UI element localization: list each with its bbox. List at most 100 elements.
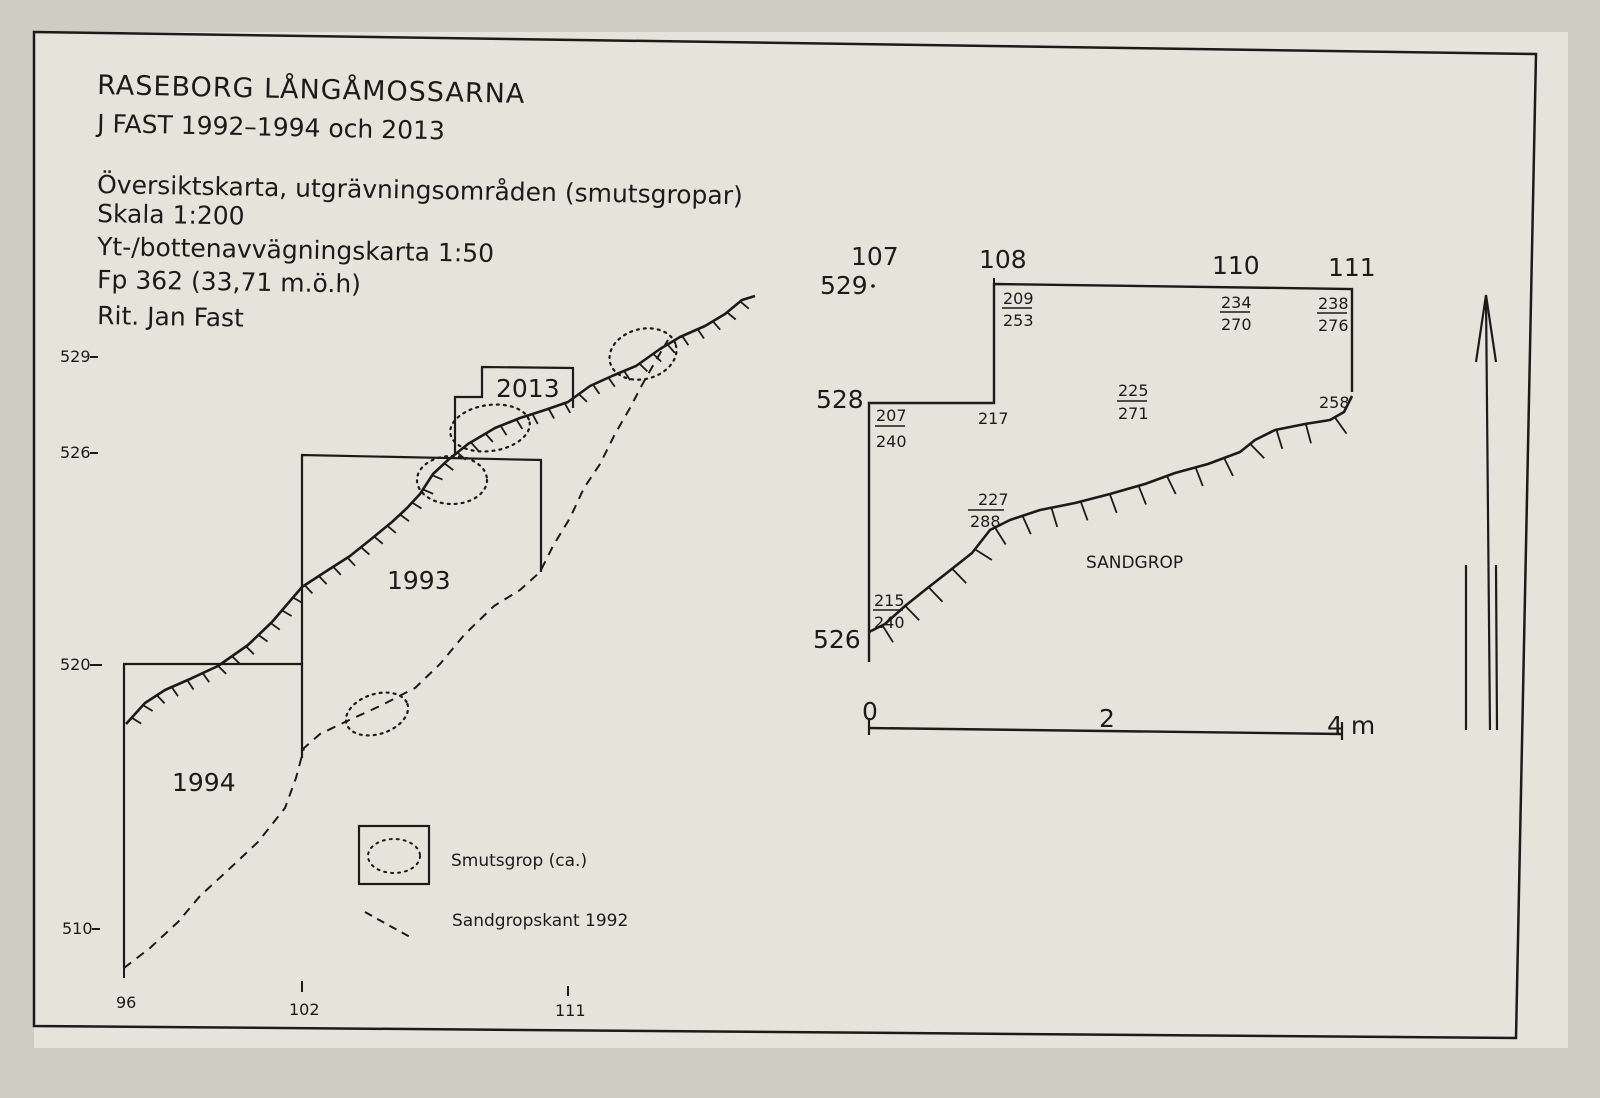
hachure-tick <box>904 605 920 621</box>
hachure-tick <box>386 525 397 534</box>
hachure-tick <box>431 474 443 481</box>
overview-y-tick-520: 520 <box>60 655 91 674</box>
svg-text:207: 207 <box>876 406 907 425</box>
overview-map: 529 526 520 510 96 102 111 2013 1993 199… <box>60 294 756 1020</box>
detail-col-110: 110 <box>1212 251 1260 280</box>
scale-label-2: 2 <box>1099 704 1115 733</box>
detail-row-528: 528 <box>816 385 864 414</box>
scale-label-4m: 4 m <box>1327 711 1375 740</box>
hachure-tick <box>131 716 142 725</box>
detail-slope-line <box>868 395 1354 634</box>
svg-text:215: 215 <box>874 591 905 610</box>
hachure-tick <box>951 568 967 584</box>
svg-text:238: 238 <box>1318 294 1349 313</box>
svg-text:288: 288 <box>970 512 1001 531</box>
paper-sheet <box>34 32 1568 1048</box>
overview-y-tick-510: 510 <box>62 919 93 938</box>
overview-y-tick-529: 529 <box>60 347 91 366</box>
hachure-tick <box>1021 515 1032 535</box>
hachure-tick <box>231 655 241 665</box>
hachure-tick <box>563 402 571 414</box>
svg-text:240: 240 <box>874 613 905 632</box>
legend-pit-label: Smutsgrop (ca.) <box>451 851 587 871</box>
level-234-270: 234 270 <box>1220 293 1252 334</box>
hachure-tick <box>739 300 750 310</box>
hachure-tick <box>1223 457 1234 477</box>
hachure-tick <box>484 433 494 443</box>
svg-text:276: 276 <box>1318 316 1349 335</box>
area-2013-outline <box>453 365 575 455</box>
hachure-tick <box>443 462 454 471</box>
title-line-7: Rit. Jan Fast <box>97 301 244 333</box>
detail-col-111: 111 <box>1328 253 1376 282</box>
svg-text:227: 227 <box>978 490 1009 509</box>
level-238-276: 238 276 <box>1317 294 1349 335</box>
hachure-tick <box>360 546 370 556</box>
map-frame <box>32 30 1538 1040</box>
hachure-tick <box>1249 443 1265 459</box>
detail-slope-hatching <box>881 416 1348 643</box>
level-227-288: 227 288 <box>968 490 1009 531</box>
hachure-tick <box>578 393 588 403</box>
hachure-tick <box>201 672 210 683</box>
hachure-tick <box>292 596 304 604</box>
hachure-tick <box>332 566 342 576</box>
hachure-tick <box>547 408 555 419</box>
overview-slope-line <box>125 294 756 725</box>
hachure-tick <box>638 362 649 373</box>
hachure-tick <box>994 527 1007 545</box>
overview-x-tick-102: 102 <box>289 1000 320 1019</box>
area-label-2013: 2013 <box>496 374 560 403</box>
hachure-tick <box>281 609 293 617</box>
detail-point-107-529 <box>871 284 875 288</box>
hachure-tick <box>318 575 328 585</box>
overview-x-tick-111: 111 <box>555 1001 586 1020</box>
overview-slope-hatching <box>131 300 750 725</box>
hachure-tick <box>422 488 434 495</box>
detail-map: 107 108 110 111 529 528 526 209 253 234 … <box>813 242 1499 740</box>
scale-label-0: 0 <box>862 697 878 726</box>
hachure-tick <box>156 694 166 705</box>
hachure-tick <box>257 634 269 643</box>
legend-pit-box <box>357 824 431 886</box>
svg-text:270: 270 <box>1221 315 1252 334</box>
sandpit-label: SANDGROP <box>1086 553 1183 573</box>
hachure-tick <box>1050 507 1059 528</box>
hachure-tick <box>499 425 508 436</box>
hachure-tick <box>1166 475 1177 495</box>
hachure-tick <box>1334 416 1348 435</box>
detail-row-526: 526 <box>813 625 861 654</box>
hachure-tick <box>696 328 705 340</box>
hachure-tick <box>1108 493 1118 514</box>
hachure-tick <box>304 584 314 595</box>
detail-grid-outline <box>867 282 1354 662</box>
hachure-tick <box>515 419 524 430</box>
hachure-tick <box>666 343 676 354</box>
detail-col-107: 107 <box>851 242 899 271</box>
hachure-tick <box>726 311 737 321</box>
level-207-240: 207 240 <box>875 406 907 451</box>
north-arrow-icon <box>1464 294 1499 731</box>
hachure-tick <box>712 320 721 331</box>
title-line-6: Fp 362 (33,71 m.ö.h) <box>97 265 361 299</box>
legend-edge-symbol <box>364 911 413 939</box>
level-258: 258 <box>1319 393 1350 412</box>
hachure-tick <box>186 679 195 690</box>
hachure-tick <box>1194 467 1204 487</box>
dirt-pit-north <box>608 327 678 381</box>
hachure-tick <box>399 513 410 522</box>
title-line-5: Yt-/bottenavvägningskarta 1:50 <box>96 232 494 268</box>
hachure-tick <box>373 535 384 545</box>
area-1993-outline <box>300 453 543 664</box>
hachure-tick <box>346 556 356 567</box>
level-209-253: 209 253 <box>1002 289 1034 330</box>
svg-text:225: 225 <box>1118 381 1149 400</box>
overview-y-tick-526: 526 <box>60 443 91 462</box>
dirt-pit-south <box>344 691 410 737</box>
detail-col-108: 108 <box>979 245 1027 274</box>
hachure-tick <box>607 377 616 388</box>
svg-text:253: 253 <box>1003 311 1034 330</box>
legend: Smutsgrop (ca.) Sandgropskant 1992 <box>357 824 628 939</box>
svg-text:234: 234 <box>1221 293 1252 312</box>
